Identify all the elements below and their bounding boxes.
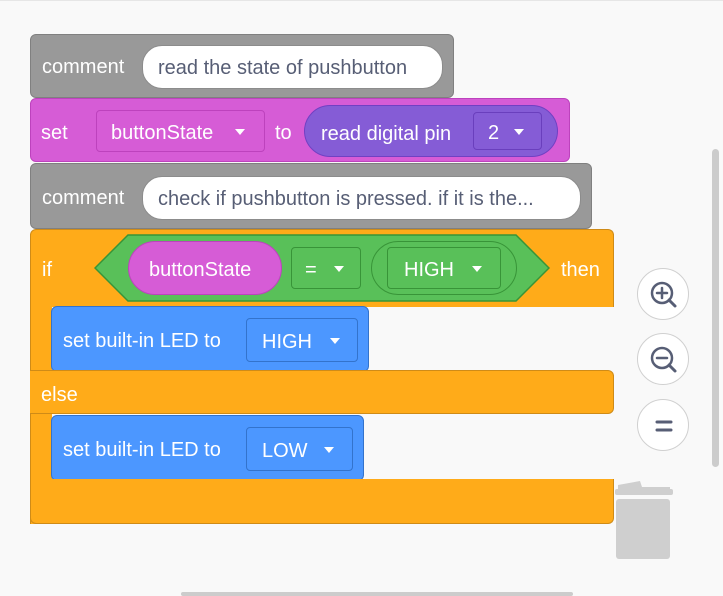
chevron-down-icon <box>235 129 245 135</box>
zoom-out-button[interactable] <box>637 333 689 385</box>
left-operand-variable[interactable]: buttonState <box>128 241 282 295</box>
chevron-down-icon <box>472 266 482 272</box>
horizontal-scrollbar[interactable] <box>181 592 573 596</box>
zoom-reset-icon <box>655 420 673 432</box>
led-low-value: LOW <box>262 440 308 462</box>
chevron-down-icon <box>324 447 334 453</box>
if-keyword: if <box>42 259 52 281</box>
comment-text-field[interactable]: read the state of pushbutton <box>142 45 443 89</box>
set-variable-block[interactable]: set buttonState to read digital pin 2 <box>30 98 570 162</box>
set-led-low-block[interactable]: set built-in LED to LOW <box>51 415 364 481</box>
comment-keyword: comment <box>42 56 125 78</box>
zoom-reset-button[interactable] <box>637 399 689 451</box>
then-keyword: then <box>561 259 600 281</box>
led-label: set built-in LED to <box>63 330 221 352</box>
operator-dropdown[interactable]: = <box>291 247 361 289</box>
led-low-dropdown[interactable]: LOW <box>246 427 353 471</box>
right-operand-dropdown[interactable]: HIGH <box>387 247 501 289</box>
set-keyword: set <box>41 122 68 144</box>
chevron-down-icon <box>330 338 340 344</box>
else-bar: else <box>30 370 614 414</box>
zoom-in-icon <box>650 281 677 308</box>
led-high-value: HIGH <box>262 331 312 353</box>
zoom-in-button[interactable] <box>637 268 689 320</box>
comment-block-1[interactable]: comment read the state of pushbutton <box>30 34 454 98</box>
led-high-dropdown[interactable]: HIGH <box>246 318 358 362</box>
read-digital-pin-reporter[interactable]: read digital pin 2 <box>304 105 558 157</box>
comment-text: check if pushbutton is pressed. if it is… <box>158 188 534 210</box>
reporter-label: read digital pin <box>321 123 452 145</box>
else-keyword: else <box>41 384 78 406</box>
chevron-down-icon <box>514 129 524 135</box>
to-label: to <box>275 122 292 144</box>
comment-text: read the state of pushbutton <box>158 57 408 79</box>
if-block-footer <box>30 479 614 524</box>
comment-block-2[interactable]: comment check if pushbutton is pressed. … <box>30 163 592 229</box>
variable-dropdown[interactable]: buttonState <box>96 110 265 152</box>
left-operand-label: buttonState <box>149 259 252 281</box>
operator-symbol: = <box>305 259 317 281</box>
right-operand-value: HIGH <box>404 259 454 281</box>
pin-dropdown[interactable]: 2 <box>473 112 542 150</box>
trash-can-icon[interactable] <box>612 479 676 563</box>
variable-name: buttonState <box>111 122 214 144</box>
set-led-high-block[interactable]: set built-in LED to HIGH <box>51 306 369 372</box>
led-label: set built-in LED to <box>63 439 221 461</box>
vertical-scrollbar[interactable] <box>712 149 719 467</box>
chevron-down-icon <box>334 266 344 272</box>
comment-text-field[interactable]: check if pushbutton is pressed. if it is… <box>142 176 581 220</box>
pin-value: 2 <box>488 122 500 144</box>
comment-keyword: comment <box>42 187 125 209</box>
zoom-out-icon <box>650 346 677 373</box>
right-operand-reporter[interactable]: HIGH <box>371 241 517 295</box>
